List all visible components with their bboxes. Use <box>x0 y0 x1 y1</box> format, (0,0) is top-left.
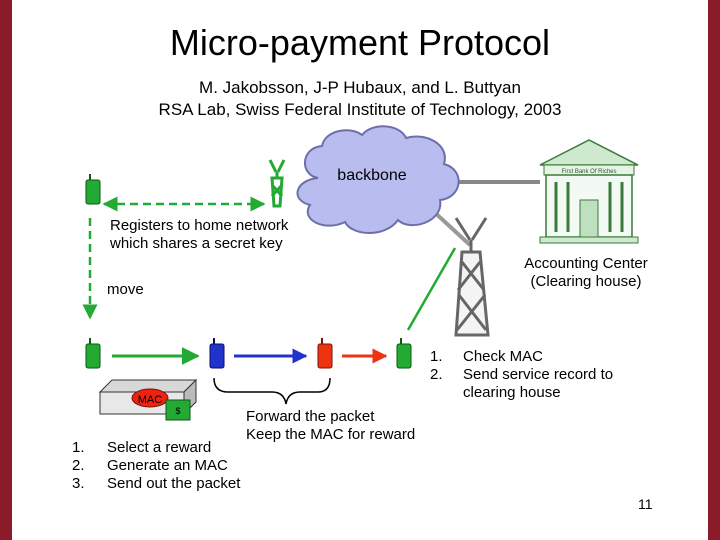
receiver-step-2: Send service record to <box>463 366 614 383</box>
left-frame-bar <box>0 0 12 540</box>
receiver-step-number-2: 2. <box>430 366 443 383</box>
accounting-tower-icon <box>454 217 490 337</box>
backbone-label: backbone <box>337 167 406 184</box>
receiver-to-tower-link <box>406 247 457 331</box>
packet-icon <box>98 378 198 421</box>
accounting-center-line-1: Accounting Center <box>524 255 648 272</box>
register-note-line-1: Registers to home network <box>110 217 289 234</box>
home-base-station-icon <box>268 159 286 208</box>
bank-building-icon <box>539 139 639 244</box>
relay-brace <box>213 377 331 405</box>
backbone-tower-link <box>430 208 472 247</box>
receiver-step-2-cont: clearing house <box>463 384 561 401</box>
sender-step-2: Generate an MAC <box>107 457 228 474</box>
receiver-step-number-1: 1. <box>430 348 443 365</box>
accounting-center-line-2: (Clearing house) <box>530 273 642 290</box>
node-relay-red <box>317 343 333 369</box>
node-relay-blue <box>209 343 225 369</box>
register-note-line-2: which shares a secret key <box>110 235 283 252</box>
sender-step-number-1: 1. <box>72 439 85 456</box>
page-number: 11 <box>638 496 653 512</box>
sender-step-1: Select a reward <box>107 439 212 456</box>
move-label: move <box>107 281 144 298</box>
backbone-cloud <box>296 125 460 234</box>
bank-sign: First Bank Of Riches <box>561 169 616 175</box>
right-frame-bar <box>708 0 720 540</box>
forward-note-line-2: Keep the MAC for reward <box>246 426 416 443</box>
affiliation-line: RSA Lab, Swiss Federal Institute of Tech… <box>158 100 562 119</box>
sender-step-number-2: 2. <box>72 457 85 474</box>
mac-label: MAC <box>138 394 163 406</box>
mobile-node-initial <box>85 179 101 205</box>
sender-step-3: Send out the packet <box>107 475 241 492</box>
sender-step-number-3: 3. <box>72 475 85 492</box>
receiver-step-1: Check MAC <box>463 348 544 365</box>
forward-note-line-1: Forward the packet <box>246 408 375 425</box>
node-sender <box>85 343 101 369</box>
node-receiver <box>396 343 412 369</box>
coin-label: $ <box>175 406 180 416</box>
slide-title: Micro-payment Protocol <box>169 22 551 63</box>
authors-line: M. Jakobsson, J-P Hubaux, and L. Buttyan <box>199 78 521 97</box>
